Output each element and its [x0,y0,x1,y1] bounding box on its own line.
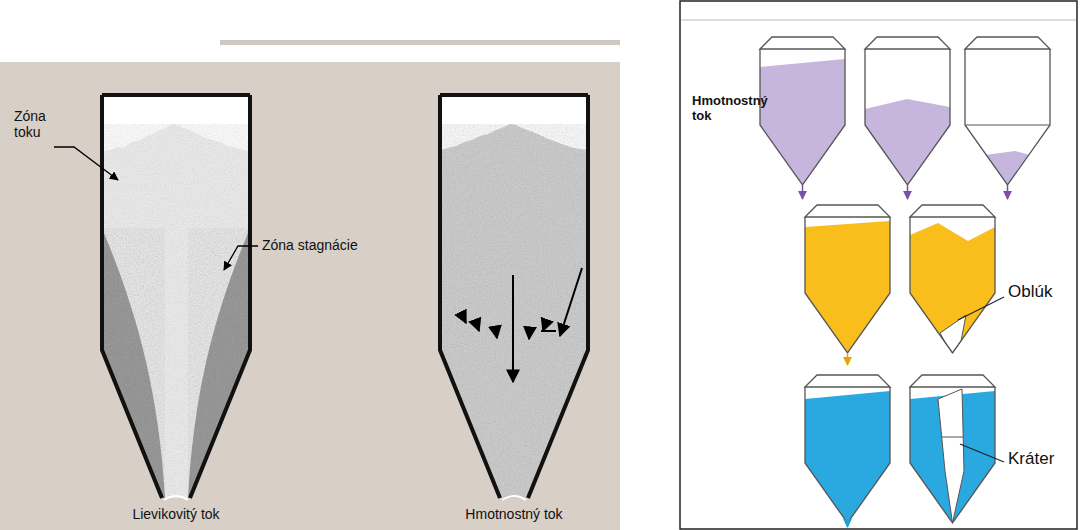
mass-flow-row [760,37,1050,199]
flow-type-label: Hmotnostný tok [465,506,562,522]
leader-line [54,147,258,270]
zone-label: Zóna toku [14,108,58,140]
right-panel [680,1,1077,529]
row-label: Hmotnostný tok [692,94,756,124]
crater-row [805,375,1004,527]
callout-label: Kráter [1008,449,1054,469]
arch-row [805,205,1004,365]
mass-flow-silo [440,95,588,500]
leader-line [958,297,1004,320]
callout-label: Oblúk [1008,282,1052,302]
zone-label: Zóna stagnácie [262,237,358,253]
leader-line [960,444,1004,462]
left-panel [0,62,620,530]
funnel-flow-silo [102,95,250,500]
panel-rule [681,20,1076,21]
top-bar [220,40,620,45]
flow-type-label: Lievikovitý tok [132,506,219,522]
